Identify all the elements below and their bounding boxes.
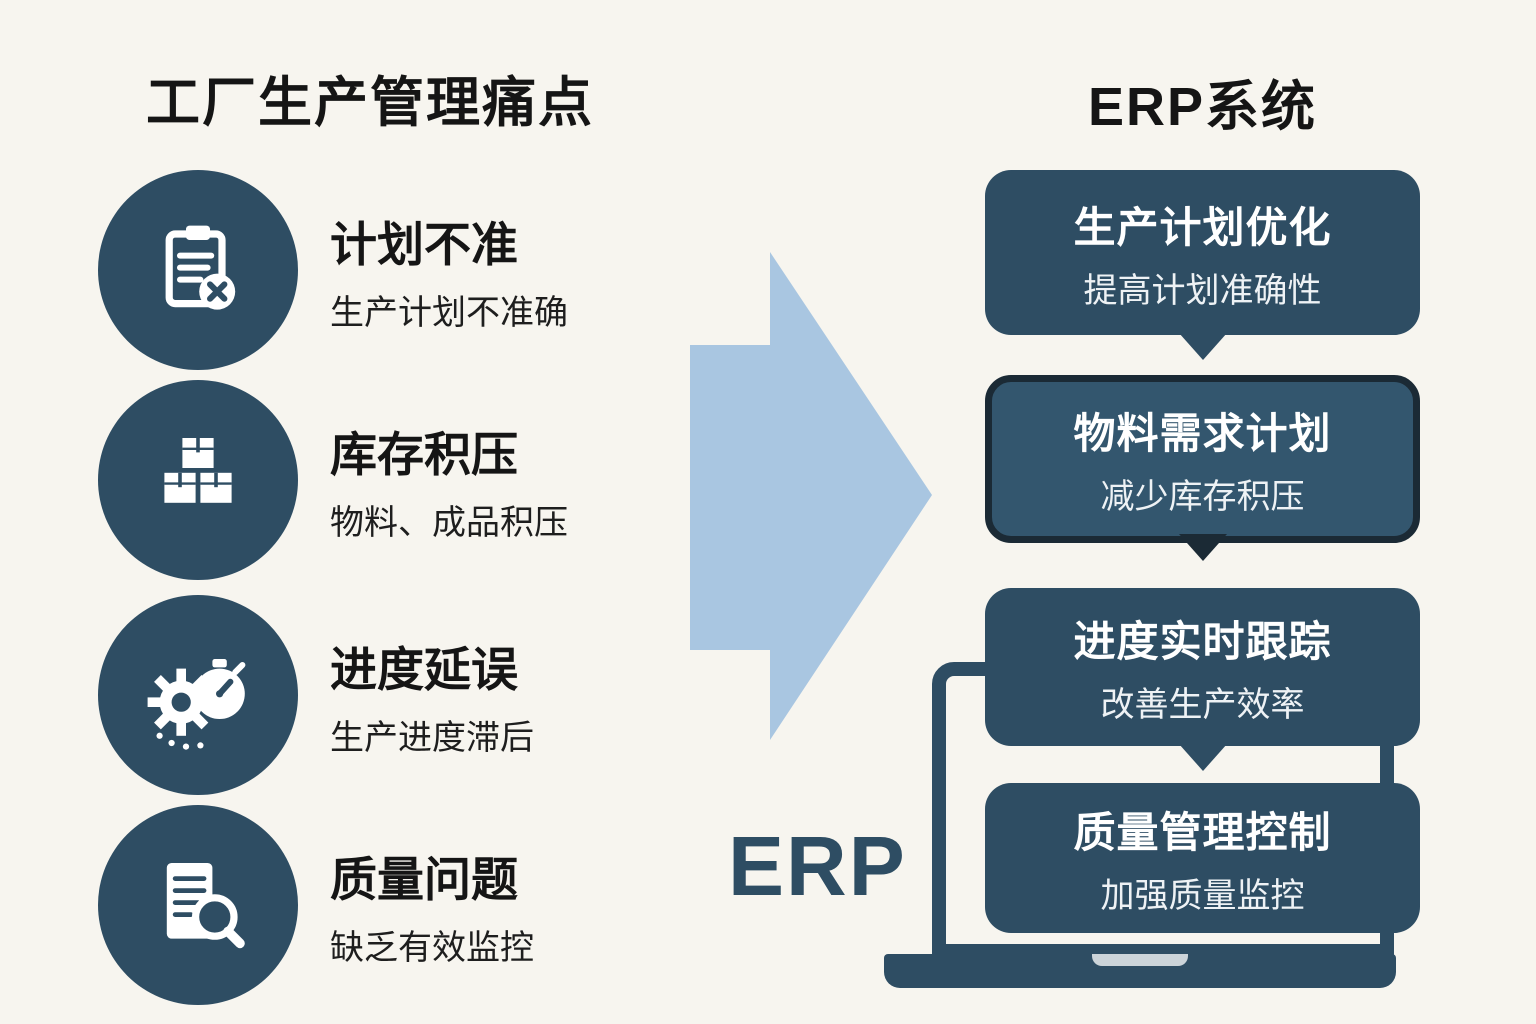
speech-tail — [1178, 744, 1227, 771]
speech-tail — [1178, 333, 1227, 360]
laptop-notch — [1092, 954, 1188, 966]
pain-item-title: 库存积压 — [330, 428, 518, 481]
speech-tail — [1178, 534, 1227, 561]
pain-item-plan: 计划不准 生产计划不准确 — [98, 170, 658, 370]
erp-label: ERP — [728, 819, 907, 913]
pain-item-subtitle: 物料、成品积压 — [330, 504, 568, 542]
erp-box-title: 质量管理控制 — [1073, 809, 1332, 856]
erp-system-title: ERP系统 — [1087, 77, 1318, 137]
erp-box-title: 进度实时跟踪 — [1073, 618, 1332, 665]
pain-item-title: 质量问题 — [330, 853, 518, 906]
erp-box-subtitle: 加强质量监控 — [1100, 877, 1305, 915]
erp-box-progress-tracking: 进度实时跟踪 改善生产效率 — [985, 588, 1420, 771]
pain-item-subtitle: 缺乏有效监控 — [330, 929, 534, 967]
erp-box-subtitle: 减少库存积压 — [1100, 478, 1305, 516]
laptop-base — [884, 954, 1396, 988]
erp-box-quality-control: 质量管理控制 加强质量监控 — [985, 783, 1420, 933]
erp-box-production-planning: 生产计划优化 提高计划准确性 — [985, 170, 1420, 360]
erp-box-subtitle: 提高计划准确性 — [1083, 271, 1322, 310]
erp-box-title: 生产计划优化 — [1073, 203, 1332, 251]
erp-box-material-requirements: 物料需求计划 减少库存积压 — [985, 375, 1420, 561]
pain-item-subtitle: 生产进度滞后 — [330, 719, 534, 757]
boxes-stack-icon — [98, 380, 298, 580]
document-search-icon — [98, 805, 298, 1005]
pain-item-quality: 质量问题 缺乏有效监控 — [98, 805, 658, 1005]
pain-item-subtitle: 生产计划不准确 — [330, 294, 568, 332]
pain-item-delay: 进度延误 生产进度滞后 — [98, 595, 658, 795]
clipboard-x-icon — [98, 170, 298, 370]
pain-item-inventory: 库存积压 物料、成品积压 — [98, 380, 658, 580]
pain-points-title: 工厂生产管理痛点 — [146, 73, 594, 133]
erp-box-title: 物料需求计划 — [1073, 410, 1332, 457]
pain-item-title: 计划不准 — [330, 218, 518, 271]
erp-box-subtitle: 改善生产效率 — [1100, 686, 1305, 724]
pain-item-title: 进度延误 — [330, 643, 518, 696]
gear-stopwatch-icon — [98, 595, 298, 795]
